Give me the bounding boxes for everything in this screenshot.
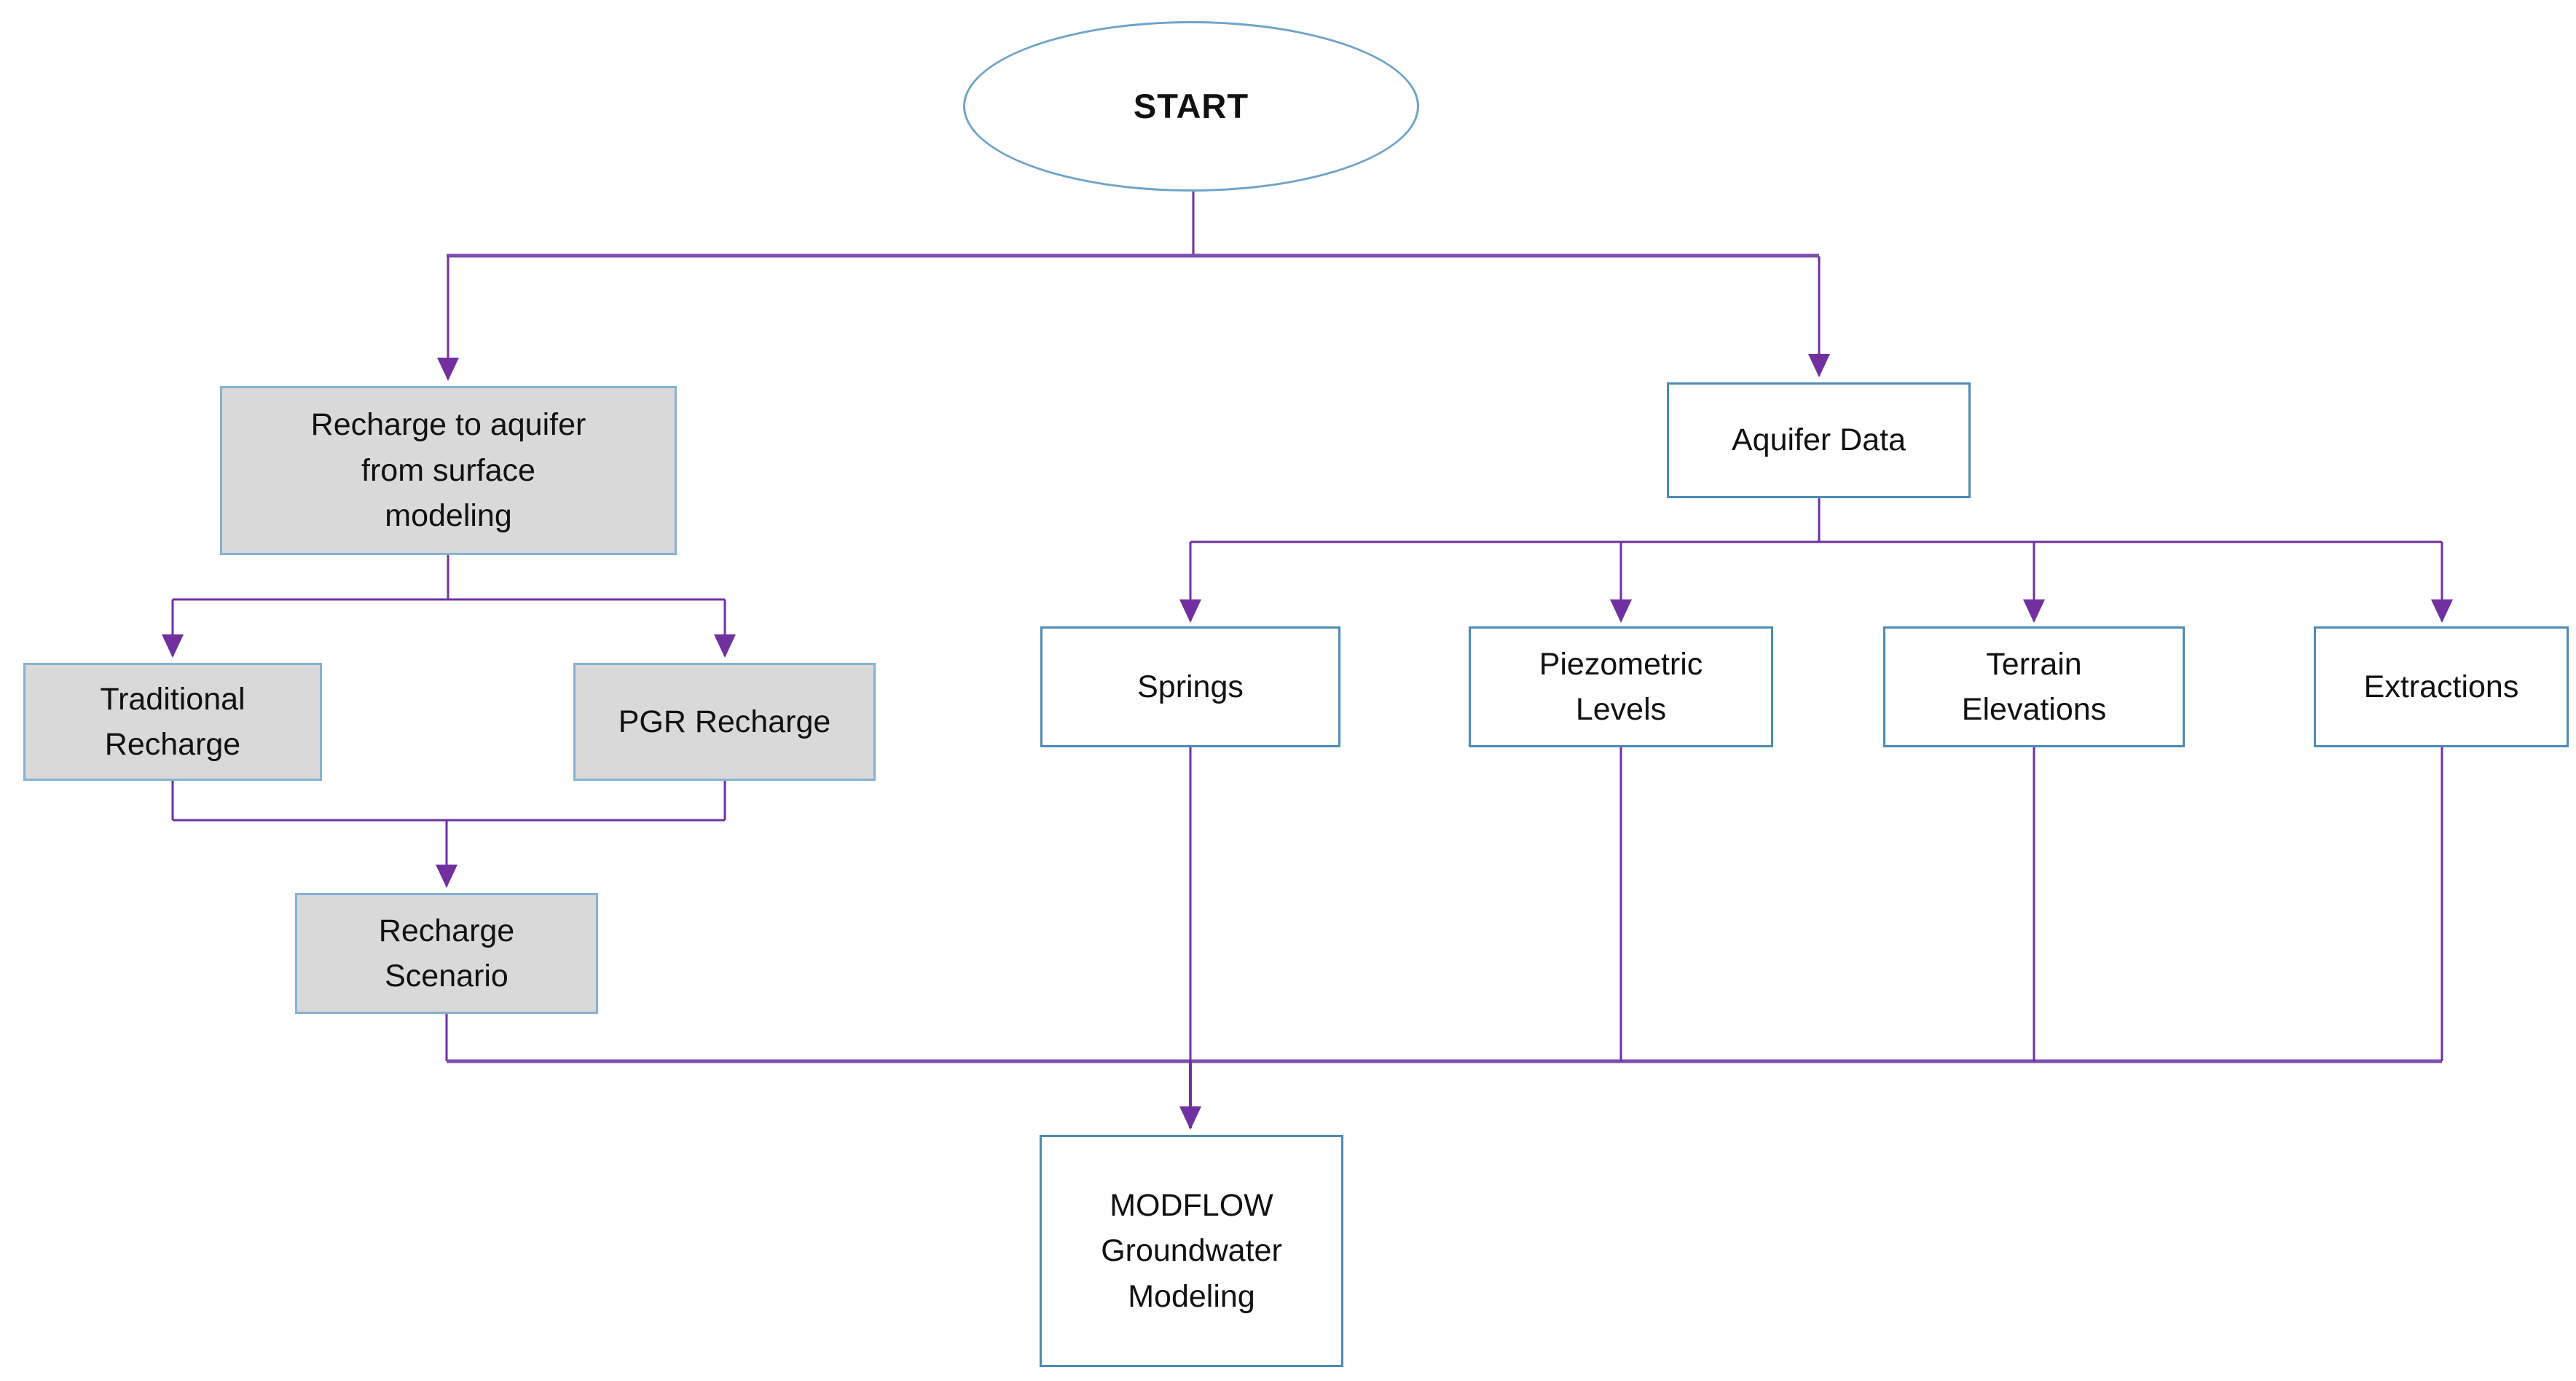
node-terrain-elevations: Terrain Elevations [1883, 626, 2185, 747]
node-recharge-to-aquifer: Recharge to aquifer from surface modelin… [220, 386, 677, 555]
node-start: START [963, 21, 1419, 192]
node-extractions: Extractions [2314, 626, 2569, 747]
node-modflow-groundwater-modeling: MODFLOW Groundwater Modeling [1040, 1135, 1343, 1367]
node-pgr-recharge: PGR Recharge [573, 663, 876, 781]
node-piezometric-levels: Piezometric Levels [1469, 626, 1773, 747]
node-recharge-scenario: Recharge Scenario [295, 893, 598, 1014]
node-springs: Springs [1040, 626, 1340, 747]
node-aquifer-data: Aquifer Data [1667, 382, 1971, 498]
node-traditional-recharge: Traditional Recharge [23, 663, 322, 781]
